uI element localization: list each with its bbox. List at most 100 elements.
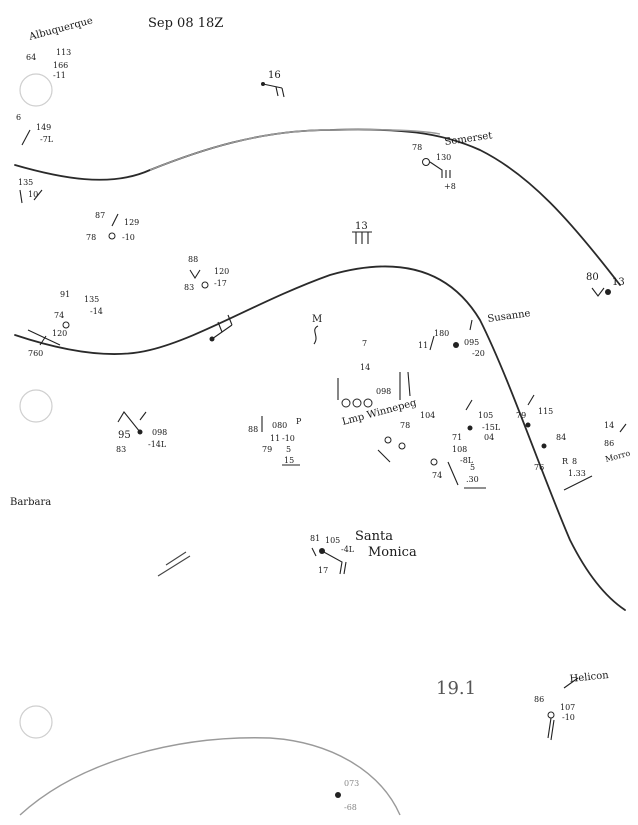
svg-text:16: 16	[268, 70, 281, 81]
place-barbara-fragment: Barbara	[10, 497, 51, 508]
svg-text:104: 104	[420, 411, 435, 420]
binder-hole-bottom	[19, 705, 53, 739]
binder-hole-middle	[19, 389, 53, 423]
svg-text:11: 11	[418, 341, 428, 350]
svg-text:115: 115	[538, 407, 553, 416]
svg-text:13: 13	[355, 221, 368, 232]
station-s5: 87 129 78 -10	[86, 211, 139, 242]
station-s15: 80 13	[586, 272, 625, 297]
station-s12: 78 104 105 -15L 71 04	[377, 399, 501, 463]
svg-text:105: 105	[325, 536, 340, 545]
svg-text:14: 14	[360, 363, 370, 372]
svg-text:5: 5	[470, 463, 475, 472]
svg-text:83: 83	[116, 445, 126, 454]
svg-text:120: 120	[52, 329, 67, 338]
station-s3: 135 10	[18, 178, 43, 204]
svg-text:-20: -20	[472, 349, 485, 358]
svg-text:1.33: 1.33	[568, 469, 586, 478]
svg-text:-14: -14	[90, 307, 103, 316]
svg-text:-10: -10	[282, 434, 295, 443]
place-morro-fragment: Morro	[604, 449, 631, 464]
front-line-upper	[14, 128, 621, 286]
svg-text:-10: -10	[562, 713, 575, 722]
svg-text:105: 105	[478, 411, 493, 420]
svg-text:76: 76	[534, 463, 544, 472]
svg-text:79: 79	[516, 411, 526, 420]
svg-text:15: 15	[284, 456, 294, 465]
svg-text:84: 84	[556, 433, 566, 442]
svg-text:91: 91	[60, 290, 70, 299]
label-7: 7	[362, 339, 367, 348]
place-monica: Monica	[368, 545, 417, 560]
svg-text:78: 78	[400, 421, 410, 430]
svg-text:10: 10	[28, 190, 38, 199]
front-line-lower	[14, 265, 626, 611]
svg-text:120: 120	[214, 267, 229, 276]
svg-text:080: 080	[272, 421, 287, 430]
svg-text:+8: +8	[444, 182, 456, 191]
svg-text:6: 6	[16, 113, 21, 122]
svg-text:11: 11	[270, 434, 280, 443]
svg-text:86: 86	[604, 439, 614, 448]
svg-text:-15L: -15L	[482, 423, 501, 432]
place-santa: Santa	[355, 529, 393, 544]
symbol-s-curve	[313, 325, 319, 345]
svg-text:-4L: -4L	[341, 545, 355, 554]
front-line-bottom-arc	[19, 737, 401, 816]
svg-text:95: 95	[118, 430, 131, 441]
symbol-hook-wind	[209, 314, 233, 342]
station-s20: 13	[352, 221, 372, 244]
svg-text:113: 113	[56, 48, 71, 57]
station-s14: 115 79 84 76 R 8 1.33	[516, 394, 593, 491]
place-susanne: Susanne	[487, 308, 531, 325]
svg-text:166: 166	[53, 61, 68, 70]
smudge-lower-left	[157, 551, 191, 577]
svg-text:79: 79	[262, 445, 272, 454]
place-helicon: Helicon	[569, 670, 610, 685]
svg-text:098: 098	[376, 387, 391, 396]
svg-text:71: 71	[452, 433, 462, 442]
svg-text:-17: -17	[214, 279, 227, 288]
label-m: M	[312, 314, 322, 325]
svg-text:8: 8	[572, 457, 577, 466]
svg-text:P: P	[296, 417, 302, 426]
svg-text:.30: .30	[466, 475, 479, 484]
station-bottom-fragment: 073 -68	[335, 779, 359, 812]
svg-text:88: 88	[248, 425, 258, 434]
svg-text:-7L: -7L	[40, 135, 54, 144]
binder-hole-top	[19, 73, 53, 107]
svg-text:129: 129	[124, 218, 139, 227]
date-stamp: Sep 08 18Z	[148, 16, 223, 31]
station-s2: 6 149 -7L	[16, 113, 54, 146]
svg-text:83: 83	[184, 283, 194, 292]
svg-text:5: 5	[286, 445, 291, 454]
station-s11: 14 098	[337, 363, 411, 408]
svg-text:04: 04	[484, 433, 494, 442]
svg-text:88: 88	[188, 255, 198, 264]
svg-text:78: 78	[412, 143, 422, 152]
station-s16: 14 86	[604, 421, 627, 448]
svg-text:180: 180	[434, 329, 449, 338]
svg-text:81: 81	[310, 534, 320, 543]
svg-text:13: 13	[612, 277, 625, 288]
svg-text:-11: -11	[53, 71, 66, 80]
station-s7: 91 135 -14 74 120 760	[27, 290, 103, 358]
svg-text:80: 80	[586, 272, 599, 283]
svg-text:-10: -10	[122, 233, 135, 242]
station-s8: 11 180 095 -20	[418, 319, 485, 358]
svg-text:R: R	[562, 457, 569, 466]
svg-text:098: 098	[152, 428, 167, 437]
station-s13: 108 -8L 74 5 .30	[430, 445, 486, 489]
svg-text:78: 78	[86, 233, 96, 242]
svg-text:107: 107	[560, 703, 575, 712]
svg-text:74: 74	[54, 311, 64, 320]
place-albuquerque: Albuquerque	[27, 15, 94, 43]
station-s10: 88 080 P 11 -10 79 5 15	[248, 416, 302, 466]
front-line-upper-faint	[149, 128, 441, 171]
station-s18: 86 107 -10	[534, 677, 579, 741]
station-s4: 78 130 +8	[412, 143, 456, 191]
svg-text:135: 135	[18, 178, 33, 187]
svg-text:17: 17	[318, 566, 328, 575]
station-s17: 81 105 -4L 17	[310, 534, 355, 575]
